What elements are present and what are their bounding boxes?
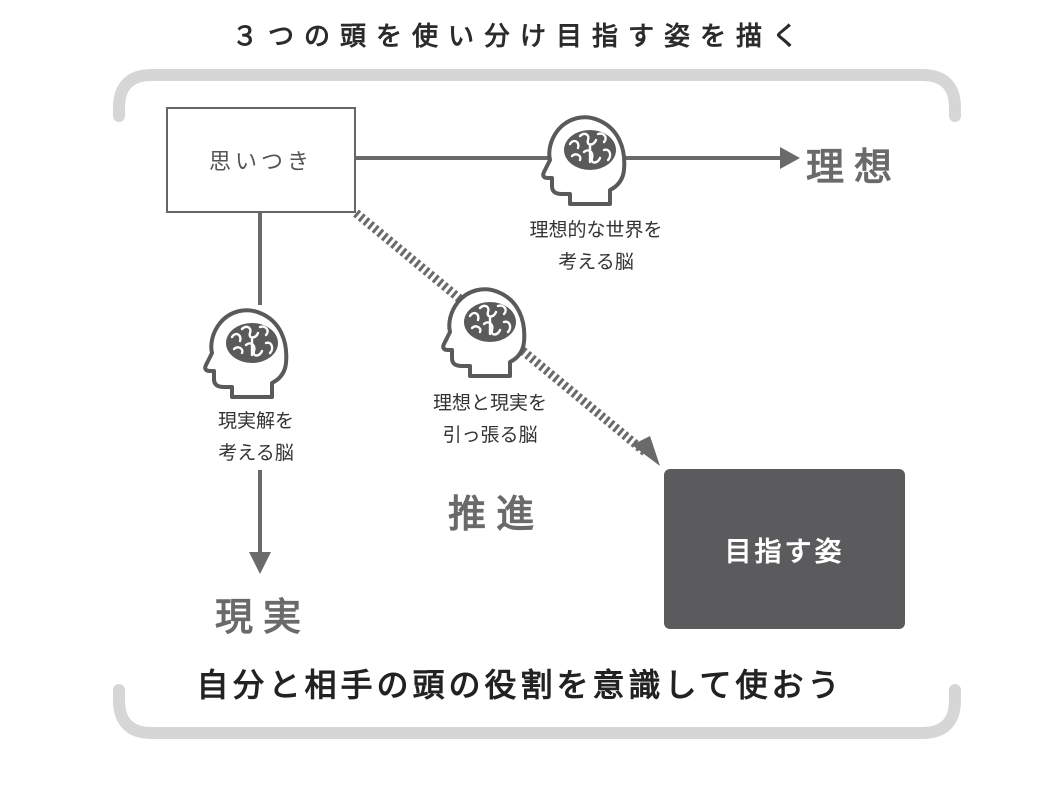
diagram-title: ３つの頭を使い分け目指す姿を描く xyxy=(231,22,808,52)
reality-brain-caption-line2: 考える脳 xyxy=(218,442,294,464)
reality-brain-caption-line1: 現実解を xyxy=(217,410,294,432)
drive-label: 推進 xyxy=(448,492,545,536)
brain-head-reality-icon xyxy=(203,308,289,399)
bridge-brain-caption: 理想と現実を 引っ張る脳 xyxy=(390,387,590,451)
goal-box: 目指す姿 xyxy=(664,469,905,629)
idea-box-label: 思いつき xyxy=(208,150,313,175)
ideal-brain-caption-line2: 考える脳 xyxy=(558,251,634,273)
brain-head-ideal-icon xyxy=(541,115,627,206)
bridge-brain-caption-line1: 理想と現実を xyxy=(432,392,547,414)
reality-arrowhead xyxy=(249,552,271,574)
reality-brain-caption: 現実解を 考える脳 xyxy=(156,405,356,469)
goal-box-label: 目指す姿 xyxy=(724,536,845,568)
footer-message: 自分と相手の頭の役割を意識して使おう xyxy=(196,666,844,704)
idea-box: 思いつき xyxy=(166,107,356,213)
frame-top-bracket xyxy=(113,69,961,122)
ideal-arrowhead xyxy=(780,147,800,169)
frame-bottom-bracket xyxy=(113,684,961,739)
reality-label: 現実 xyxy=(215,595,312,639)
brain-head-bridge-icon xyxy=(441,287,527,378)
ideal-brain-caption-line1: 理想的な世界を xyxy=(529,219,663,241)
ideal-brain-caption: 理想的な世界を 考える脳 xyxy=(496,214,696,278)
ideal-label: 理想 xyxy=(806,145,903,189)
bridge-brain-caption-line2: 引っ張る脳 xyxy=(442,424,538,446)
drive-arrowhead xyxy=(632,436,660,466)
